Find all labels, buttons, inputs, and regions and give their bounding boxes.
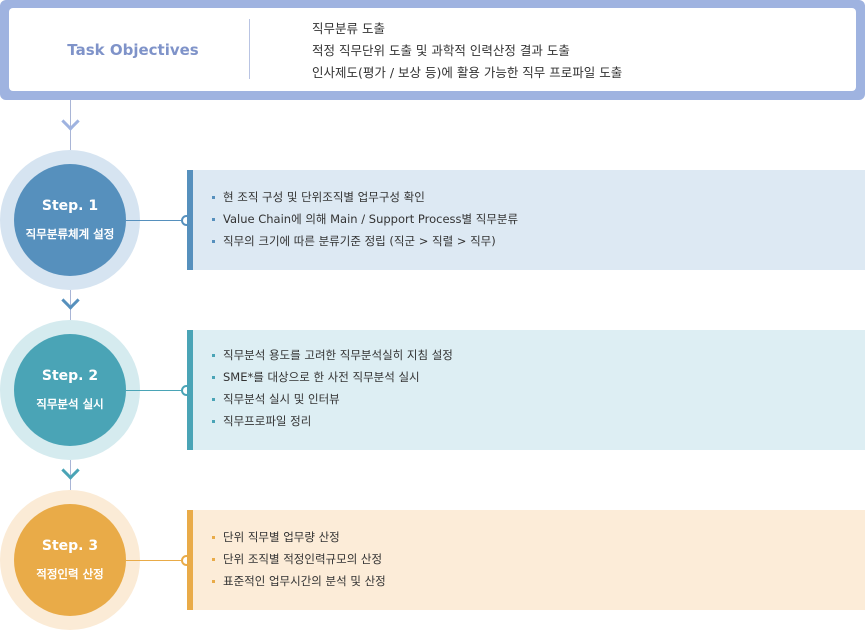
step-detail-list: 현 조직 구성 및 단위조직별 업무구성 확인 Value Chain에 의해 … <box>212 186 518 252</box>
list-item: 직무프로파일 정리 <box>212 410 453 432</box>
step-ring: Step. 2 직무분석 실시 <box>0 320 140 460</box>
chevron-down-icon <box>61 112 80 131</box>
chevron-down-icon <box>61 291 80 310</box>
flow-connector-line <box>70 460 71 490</box>
step-detail-list: 단위 직무별 업무량 산정 단위 조직별 적정인력규모의 산정 표준적인 업무시… <box>212 526 386 592</box>
list-item: 직무의 크기에 따른 분류기준 정립 (직군 > 직렬 > 직무) <box>212 230 518 252</box>
step-detail-panel: 직무분석 용도를 고려한 직무분석실히 지침 설정 SME*를 대상으로 한 사… <box>187 330 865 450</box>
flow-connector-line <box>70 100 71 150</box>
list-item: Value Chain에 의해 Main / Support Process별 … <box>212 208 518 230</box>
objective-item: 인사제도(평가 / 보상 등)에 활용 가능한 직무 프로파일 도출 <box>312 65 623 80</box>
step-circle: Step. 3 적정인력 산정 <box>14 504 126 616</box>
list-item: 표준적인 업무시간의 분석 및 산정 <box>212 570 386 592</box>
step-name: 직무분류체계 설정 <box>25 227 115 241</box>
step-name: 직무분석 실시 <box>36 397 104 411</box>
panel-accent-bar <box>187 510 193 610</box>
task-objectives-inner: Task Objectives 직무분류 도출 적정 직무단위 도출 및 과학적… <box>9 8 856 91</box>
panel-accent-bar <box>187 330 193 450</box>
step-detail-list: 직무분석 용도를 고려한 직무분석실히 지침 설정 SME*를 대상으로 한 사… <box>212 344 453 432</box>
panel-accent-bar <box>187 170 193 270</box>
list-item: SME*를 대상으로 한 사전 직무분석 실시 <box>212 366 453 388</box>
task-objectives-box: Task Objectives 직무분류 도출 적정 직무단위 도출 및 과학적… <box>0 0 865 100</box>
objectives-list: 직무분류 도출 적정 직무단위 도출 및 과학적 인력산정 결과 도출 인사제도… <box>312 18 622 84</box>
step-ring: Step. 1 직무분류체계 설정 <box>0 150 140 290</box>
chevron-down-icon <box>61 461 80 480</box>
step-ring: Step. 3 적정인력 산정 <box>0 490 140 630</box>
objective-item: 적정 직무단위 도출 및 과학적 인력산정 결과 도출 <box>312 43 570 58</box>
step-detail-panel: 현 조직 구성 및 단위조직별 업무구성 확인 Value Chain에 의해 … <box>187 170 865 270</box>
step-detail-panel: 단위 직무별 업무량 산정 단위 조직별 적정인력규모의 산정 표준적인 업무시… <box>187 510 865 610</box>
list-item: 직무분석 실시 및 인터뷰 <box>212 388 453 410</box>
step-number: Step. 3 <box>41 538 99 554</box>
list-item: 직무분석 용도를 고려한 직무분석실히 지침 설정 <box>212 344 453 366</box>
flow-connector-line <box>70 290 71 320</box>
step-connector <box>126 220 186 221</box>
step-circle: Step. 2 직무분석 실시 <box>14 334 126 446</box>
step-connector <box>126 390 186 391</box>
list-item: 현 조직 구성 및 단위조직별 업무구성 확인 <box>212 186 518 208</box>
step-name: 적정인력 산정 <box>36 567 104 581</box>
objective-item: 직무분류 도출 <box>312 21 385 36</box>
step-number: Step. 1 <box>41 198 99 214</box>
step-connector <box>126 560 186 561</box>
step-circle: Step. 1 직무분류체계 설정 <box>14 164 126 276</box>
objectives-divider <box>249 19 250 79</box>
list-item: 단위 조직별 적정인력규모의 산정 <box>212 548 386 570</box>
task-objectives-title: Task Objectives <box>67 40 199 59</box>
step-number: Step. 2 <box>41 368 99 384</box>
list-item: 단위 직무별 업무량 산정 <box>212 526 386 548</box>
